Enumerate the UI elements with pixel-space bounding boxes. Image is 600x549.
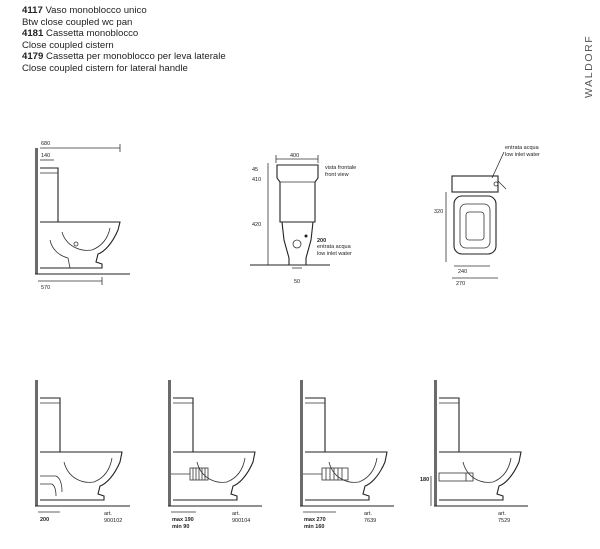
header-line-1: 4117 Vaso monoblocco unico (22, 5, 147, 16)
top-label-inlet-it: entrata acqua (505, 145, 540, 151)
variant-2-dim-min: min 90 (172, 524, 189, 530)
variant-3-dim-max: max 270 (304, 517, 326, 523)
dim-200-front: 200 (317, 238, 326, 244)
label-front-view-it: vista frontale (325, 165, 356, 171)
dim-45: 45 (252, 167, 258, 173)
variant-1-drawing: 200 art. 900102 (35, 380, 130, 524)
label-inlet-it: entrata acqua (317, 244, 352, 250)
variant-1-art-label: art. (104, 511, 112, 517)
dim-400: 400 (290, 153, 299, 159)
header-line-2: Btw close coupled wc pan (22, 16, 133, 28)
top-label-inlet-en: low inlet water (505, 152, 540, 158)
header-line-6: Close coupled cistern for lateral handle (22, 62, 188, 74)
dim-270: 270 (456, 281, 465, 287)
front-view-drawing: 400 45 410 420 50 vista frontale front v… (250, 153, 356, 285)
variant-3-art-label: art. (364, 511, 372, 517)
variant-2-art-no: 900104 (232, 518, 250, 524)
variant-4-dim: 180 (420, 477, 429, 483)
variant-3-drawing: max 270 min 160 art. 7639 (300, 380, 394, 530)
variant-3-art-no: 7639 (364, 518, 376, 524)
variant-3-dim-min: min 160 (304, 524, 324, 530)
variant-1-art-no: 900102 (104, 518, 122, 524)
header-line-5: 4179 Cassetta per monoblocco per leva la… (22, 51, 226, 63)
side-view-drawing: 680 140 570 (35, 141, 130, 291)
dim-680: 680 (41, 141, 50, 147)
dim-410: 410 (252, 177, 261, 183)
variant-1-dim: 200 (40, 517, 49, 523)
dim-50: 50 (294, 279, 300, 285)
dim-320: 320 (434, 209, 443, 215)
variant-4-art-no: 7529 (498, 518, 510, 524)
label-inlet-en: low inlet water (317, 251, 352, 257)
product-header: 4117 Vaso monoblocco unico Btw close cou… (22, 5, 226, 75)
dim-140: 140 (41, 153, 50, 159)
dim-240: 240 (458, 269, 467, 275)
variant-2-dim-max: max 190 (172, 517, 194, 523)
header-line-3: 4181 Cassetta monoblocco (22, 28, 139, 40)
variant-4-drawing: 180 art. 7529 (420, 380, 528, 524)
variant-2-art-label: art. (232, 511, 240, 517)
variant-2-drawing: max 190 min 90 art. 900104 (168, 380, 262, 530)
header-line-4: Close coupled cistern (22, 39, 114, 51)
dim-570: 570 (41, 285, 50, 291)
variant-4-art-label: art. (498, 511, 506, 517)
dim-420: 420 (252, 222, 261, 228)
label-front-view-en: front view (325, 172, 349, 178)
top-view-drawing: entrata acqua low inlet water 320 240 27… (434, 145, 540, 287)
